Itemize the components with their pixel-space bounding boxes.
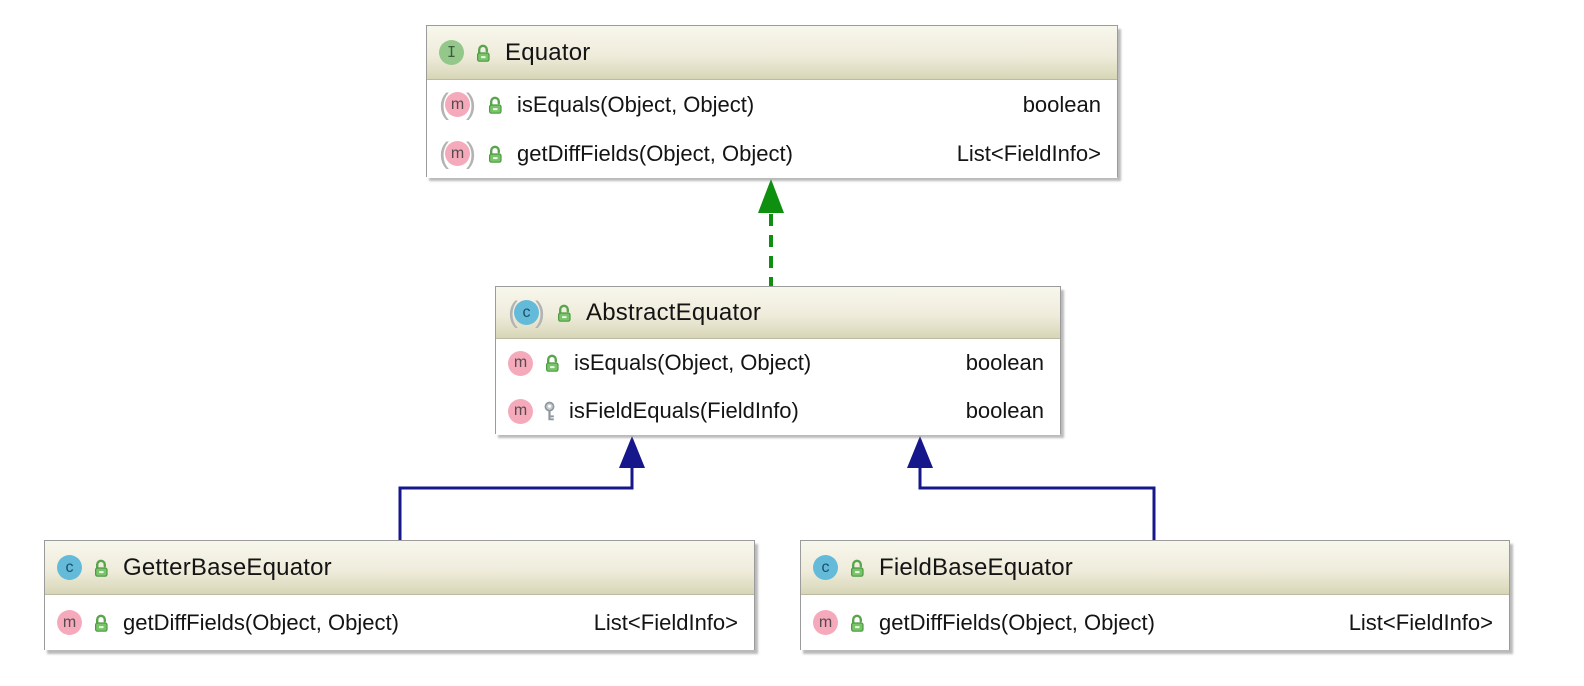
- method-return-type: List<FieldInfo>: [956, 140, 1101, 166]
- public-lock-icon: [485, 144, 505, 164]
- public-lock-icon: [542, 353, 562, 373]
- public-lock-icon: [473, 43, 493, 63]
- class-icon: c: [813, 555, 838, 580]
- method-return-type: List<FieldInfo>: [593, 609, 738, 635]
- method-icon: m: [508, 398, 533, 424]
- class-header-getterbaseequator[interactable]: c GetterBaseEquator: [45, 541, 754, 595]
- abstract-method-marker: m: [439, 141, 476, 166]
- class-header-fieldbaseequator[interactable]: c FieldBaseEquator: [801, 541, 1509, 595]
- class-node-abstractequator[interactable]: c AbstractEquator m isEquals(Object, Obj…: [495, 286, 1061, 435]
- method-icon: m: [445, 141, 470, 166]
- public-lock-icon: [91, 558, 111, 578]
- method-row-getdifffields[interactable]: m getDiffFields(Object, Object) List<Fie…: [801, 595, 1509, 650]
- method-row-isequals[interactable]: m isEquals(Object, Object) boolean: [496, 339, 1060, 387]
- public-lock-icon: [485, 95, 505, 115]
- class-icon: c: [57, 555, 82, 580]
- public-lock-icon: [847, 558, 867, 578]
- public-lock-icon: [847, 613, 867, 633]
- class-header-equator[interactable]: I Equator: [427, 26, 1117, 80]
- method-signature: isEquals(Object, Object): [574, 350, 812, 375]
- public-lock-icon: [91, 613, 111, 633]
- class-name: AbstractEquator: [586, 298, 762, 326]
- method-icon: m: [508, 350, 533, 376]
- implements-arrow-abstractequator-to-equator: [758, 179, 784, 286]
- method-row-getdifffields[interactable]: m getDiffFields(Object, Object) List<Fie…: [427, 129, 1117, 178]
- class-node-fieldbaseequator[interactable]: c FieldBaseEquator m getDiffFields(Objec…: [800, 540, 1510, 650]
- class-node-getterbaseequator[interactable]: c GetterBaseEquator m getDiffFields(Obje…: [44, 540, 755, 650]
- method-signature: isFieldEquals(FieldInfo): [569, 398, 799, 423]
- method-return-type: boolean: [1022, 91, 1101, 117]
- extends-arrow-getterbaseequator-to-abstractequator: [398, 436, 645, 540]
- method-signature: getDiffFields(Object, Object): [517, 140, 793, 166]
- class-name: GetterBaseEquator: [123, 553, 332, 581]
- class-name: Equator: [505, 38, 591, 66]
- class-icon: c: [514, 300, 539, 325]
- method-return-type: boolean: [965, 350, 1044, 375]
- public-lock-icon: [554, 303, 574, 323]
- protected-key-icon: [542, 401, 557, 422]
- method-icon: m: [57, 610, 82, 635]
- method-row-isfieldequals[interactable]: m isFieldEquals(FieldInfo) boolean: [496, 387, 1060, 435]
- method-icon: m: [445, 92, 470, 117]
- method-icon: m: [813, 610, 838, 635]
- method-row-isequals[interactable]: m isEquals(Object, Object) boolean: [427, 80, 1117, 129]
- method-signature: getDiffFields(Object, Object): [123, 609, 399, 635]
- method-return-type: boolean: [965, 398, 1044, 423]
- abstract-method-marker: m: [439, 92, 476, 117]
- method-signature: getDiffFields(Object, Object): [879, 609, 1155, 635]
- method-signature: isEquals(Object, Object): [517, 91, 755, 117]
- abstract-class-marker: c: [508, 300, 545, 325]
- class-node-equator[interactable]: I Equator m isEquals(Object, Object) boo…: [426, 25, 1118, 178]
- method-return-type: List<FieldInfo>: [1348, 609, 1493, 635]
- interface-icon: I: [439, 40, 464, 65]
- class-header-abstractequator[interactable]: c AbstractEquator: [496, 287, 1060, 339]
- class-name: FieldBaseEquator: [879, 553, 1073, 581]
- method-row-getdifffields[interactable]: m getDiffFields(Object, Object) List<Fie…: [45, 595, 754, 650]
- extends-arrow-fieldbaseequator-to-abstractequator: [907, 436, 1156, 540]
